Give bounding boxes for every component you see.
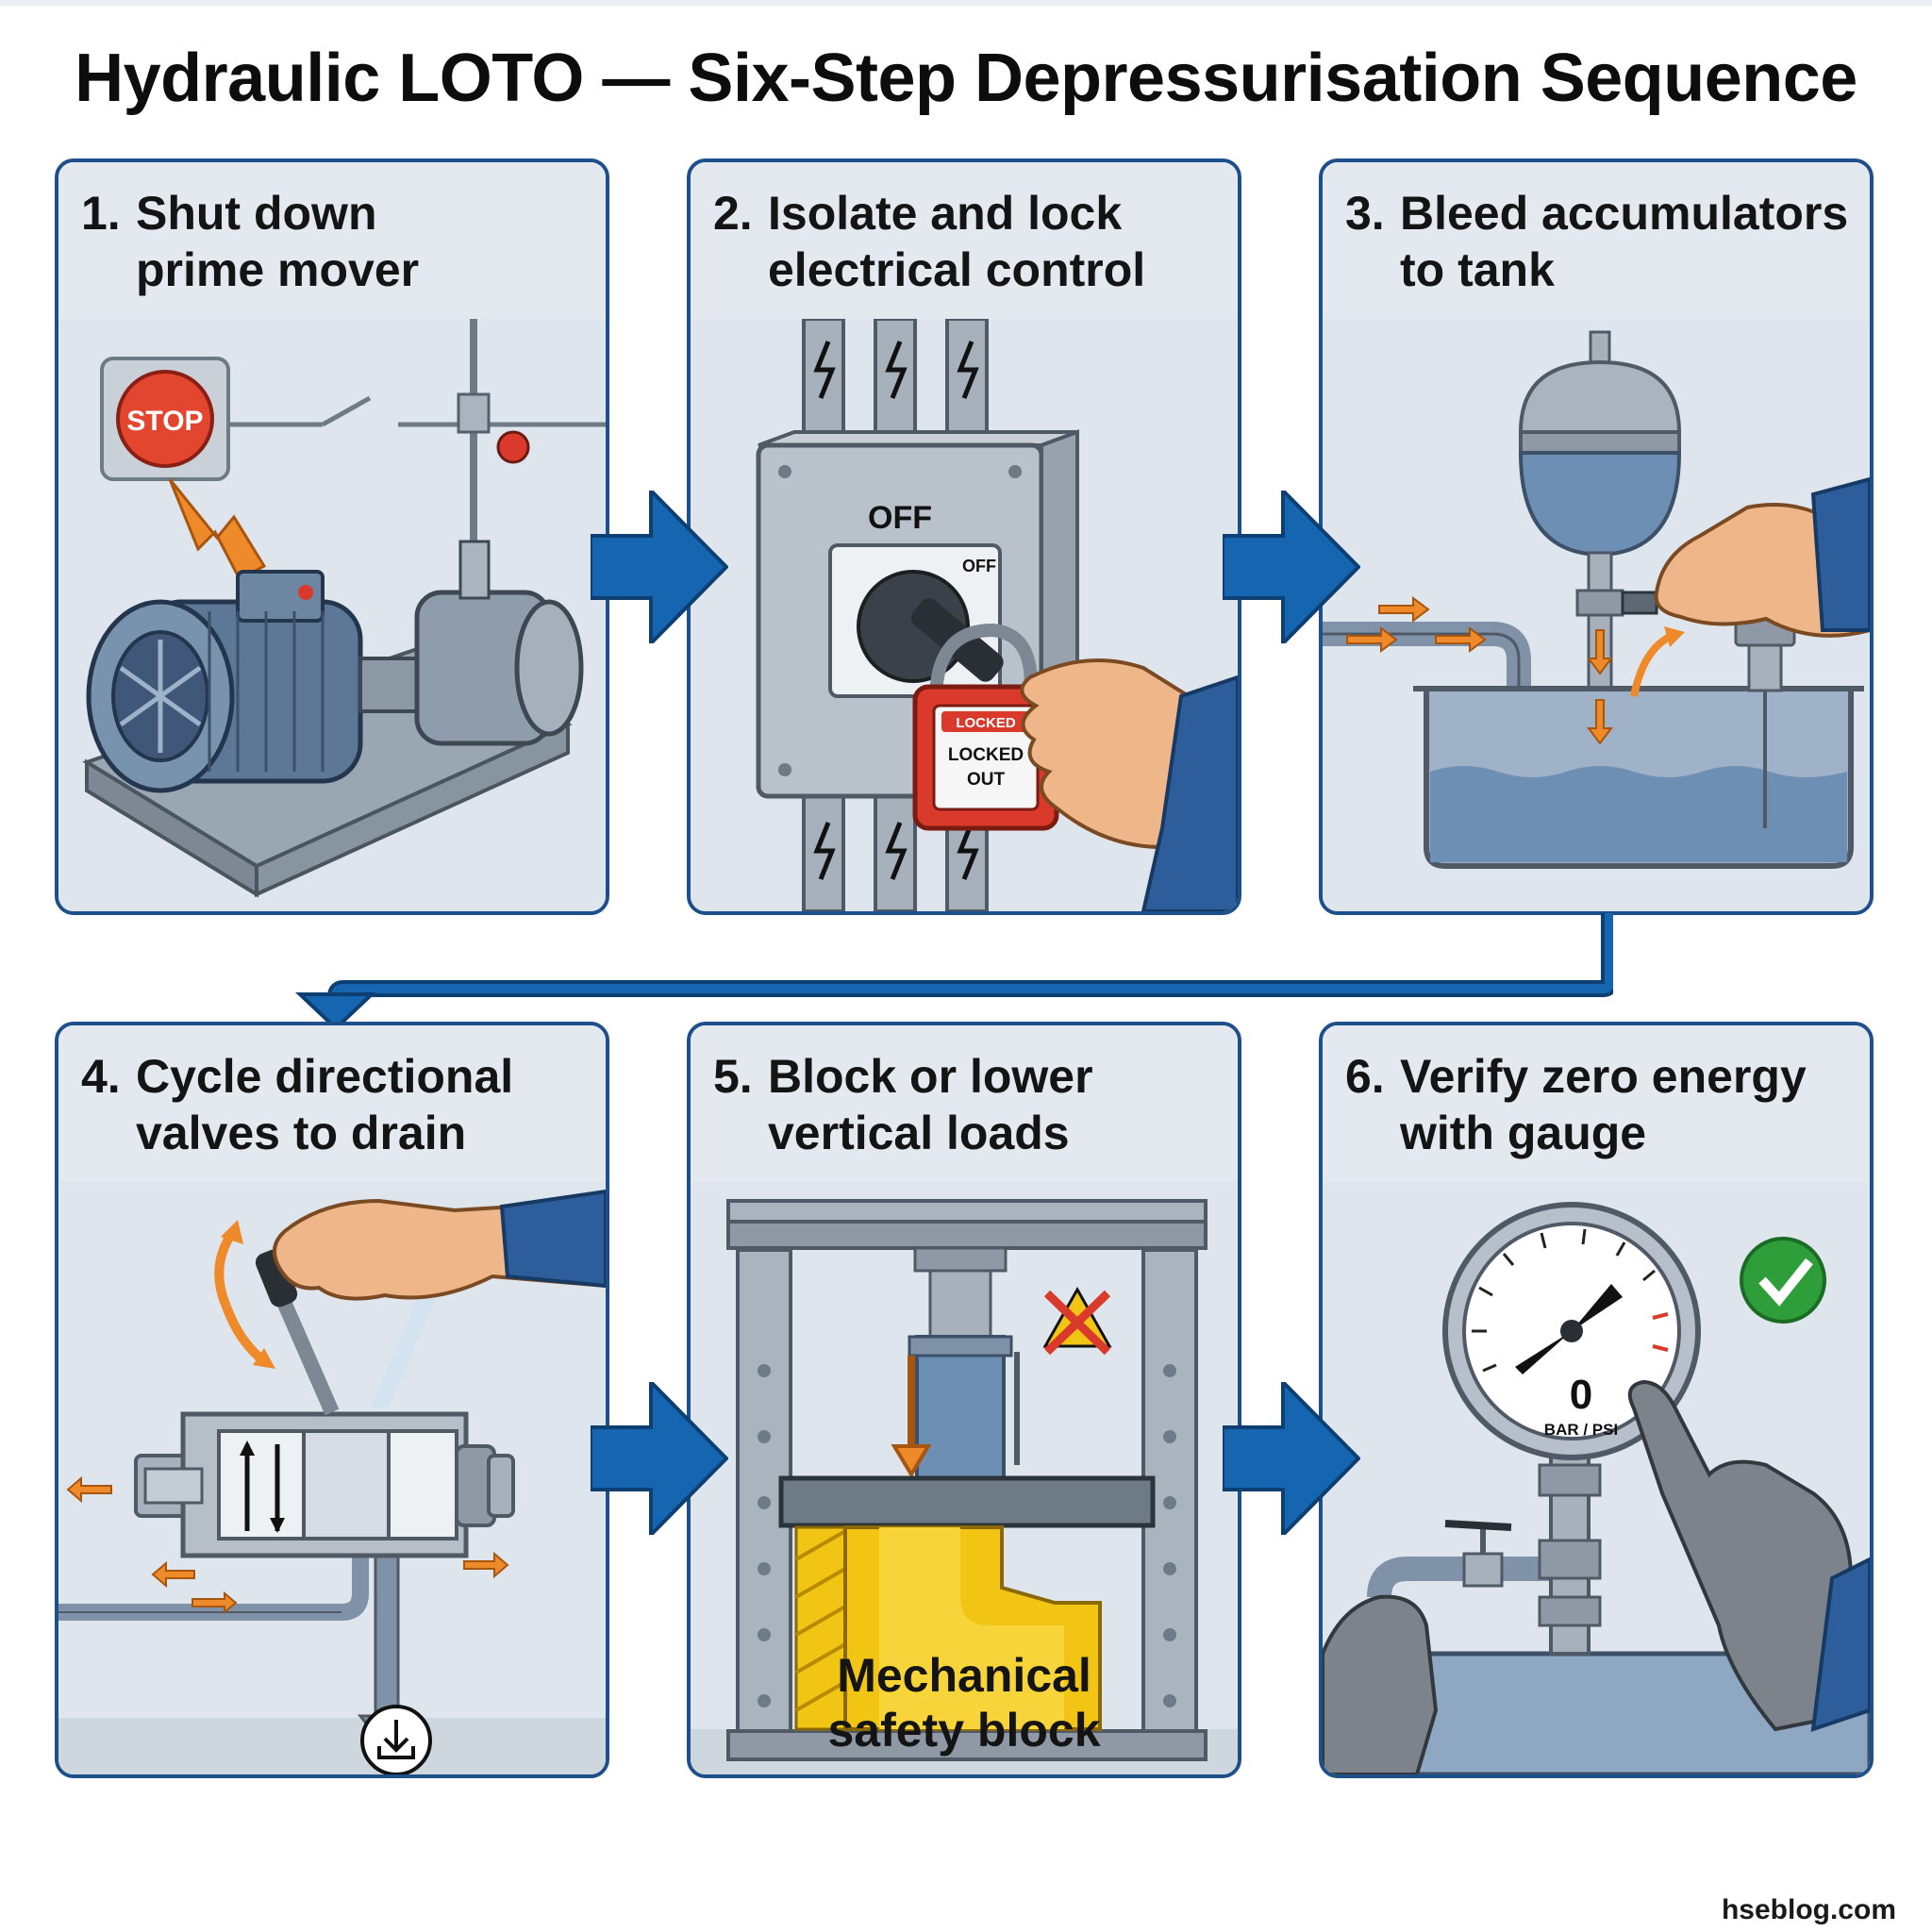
accumulator-bleed-illustration <box>1323 319 1870 911</box>
step-header: 4. Cycle directional valves to drain <box>58 1025 606 1184</box>
step-title-line2: vertical loads <box>768 1107 1070 1159</box>
step-panel-6: 6. Verify zero energy with gauge <box>1319 1022 1874 1778</box>
step-title-line1: Verify zero energy <box>1400 1050 1807 1103</box>
step-title: 4. Cycle directional valves to drain <box>81 1048 591 1161</box>
step-title: 6. Verify zero energy with gauge <box>1345 1048 1855 1161</box>
indicator-light-icon <box>496 430 530 464</box>
step-title-line1: Block or lower <box>768 1050 1093 1103</box>
next-step-arrow-icon <box>591 1382 728 1535</box>
electric-motor-icon <box>86 570 363 793</box>
drain-icon <box>360 1705 432 1774</box>
step-header: 5. Block or lower vertical loads <box>691 1025 1238 1184</box>
padlock-out-label: OUT <box>967 770 1006 790</box>
page-title: Hydraulic LOTO — Six-Step Depressurisati… <box>75 41 1857 116</box>
gloved-hand-icon <box>1323 1379 1870 1774</box>
step-title: 3. Bleed accumulators to tank <box>1345 185 1855 298</box>
step-header: 2. Isolate and lock electrical control <box>691 162 1238 321</box>
step-title: 1. Shut down prime mover <box>81 185 591 298</box>
switch-off-label: OFF <box>962 557 996 575</box>
next-step-arrow-icon <box>1223 1382 1360 1535</box>
padlock-locked-label: LOCKED <box>948 745 1024 765</box>
step-number: 1. <box>81 187 121 240</box>
step-title-line2: valves to drain <box>136 1107 467 1159</box>
step-number: 5. <box>713 1050 753 1103</box>
warning-cross-icon <box>1042 1286 1112 1356</box>
hand-icon <box>1020 658 1238 911</box>
hydraulic-pump-icon <box>358 540 584 746</box>
directional-valve-illustration <box>58 1182 606 1774</box>
gauge-unit: BAR / PSI <box>1544 1421 1618 1439</box>
caption-line2: safety block <box>827 1704 1101 1757</box>
hydraulic-cylinder-icon <box>908 1246 1020 1480</box>
top-rule <box>0 0 1932 6</box>
flow-arrow-icon <box>66 1475 509 1615</box>
step-number: 4. <box>81 1050 121 1103</box>
safety-block-icon <box>794 1525 1102 1731</box>
step-title-line2: with gauge <box>1400 1107 1647 1159</box>
electrical-enclosure: OFF OFF <box>756 429 1079 800</box>
hand-icon <box>273 1189 606 1301</box>
step-header: 1. Shut down prime mover <box>58 162 606 321</box>
panel-off-label: OFF <box>868 500 932 536</box>
footer-source: hseblog.com <box>1721 1894 1896 1925</box>
step-panel-3: 3. Bleed accumulators to tank <box>1319 158 1874 915</box>
step-title-line2: to tank <box>1400 243 1555 296</box>
press-safety-block-illustration <box>691 1182 1238 1774</box>
press-platen <box>778 1475 1156 1528</box>
step-number: 3. <box>1345 187 1385 240</box>
hand-icon <box>1654 476 1870 638</box>
electric-hazard-icon <box>813 341 979 880</box>
down-arrow-icon <box>891 1356 932 1478</box>
step-title-line1: Bleed accumulators <box>1400 187 1849 240</box>
spool-valve-icon <box>134 1411 515 1558</box>
step-title: 2. Isolate and lock electrical control <box>713 185 1223 298</box>
step-panel-5: 5. Block or lower vertical loads <box>687 1022 1241 1778</box>
stop-button-icon: STOP <box>100 357 230 481</box>
step-number: 6. <box>1345 1050 1385 1103</box>
next-step-arrow-icon <box>591 491 728 643</box>
step-title: 5. Block or lower vertical loads <box>713 1048 1223 1161</box>
step-title-line2: prime mover <box>136 243 420 296</box>
caption-line1: Mechanical <box>837 1649 1091 1702</box>
check-icon <box>1740 1237 1826 1324</box>
oil-tank-icon <box>1413 615 1864 869</box>
motor-pump-illustration: STOP <box>58 319 606 911</box>
step-title-line1: Shut down <box>136 187 377 240</box>
step-panel-1: 1. Shut down prime mover STOP <box>55 158 609 915</box>
isolator-lockout-illustration: OFF OFF LOCKED LOCKED OUT <box>691 319 1238 911</box>
flow-arrow-icon <box>1346 596 1613 745</box>
step-title-line1: Isolate and lock <box>768 187 1123 240</box>
pressure-gauge-illustration: 0 BAR / PSI <box>1323 1182 1870 1774</box>
stop-label: STOP <box>126 406 203 437</box>
padlock-tag-label: LOCKED <box>956 715 1016 731</box>
step-header: 3. Bleed accumulators to tank <box>1323 162 1870 321</box>
step-header: 6. Verify zero energy with gauge <box>1323 1025 1870 1184</box>
step-title-line1: Cycle directional <box>136 1050 514 1103</box>
row-connector-arrow-icon <box>294 913 1613 1031</box>
gauge-value: 0 <box>1570 1372 1592 1418</box>
step-panel-4: 4. Cycle directional valves to drain <box>55 1022 609 1778</box>
step-panel-2: 2. Isolate and lock electrical control <box>687 158 1241 915</box>
safety-block-caption: Mechanical safety block <box>691 1648 1238 1757</box>
accumulator-icon <box>1518 330 1682 696</box>
next-step-arrow-icon <box>1223 491 1360 643</box>
step-number: 2. <box>713 187 753 240</box>
step-title-line2: electrical control <box>768 243 1146 296</box>
